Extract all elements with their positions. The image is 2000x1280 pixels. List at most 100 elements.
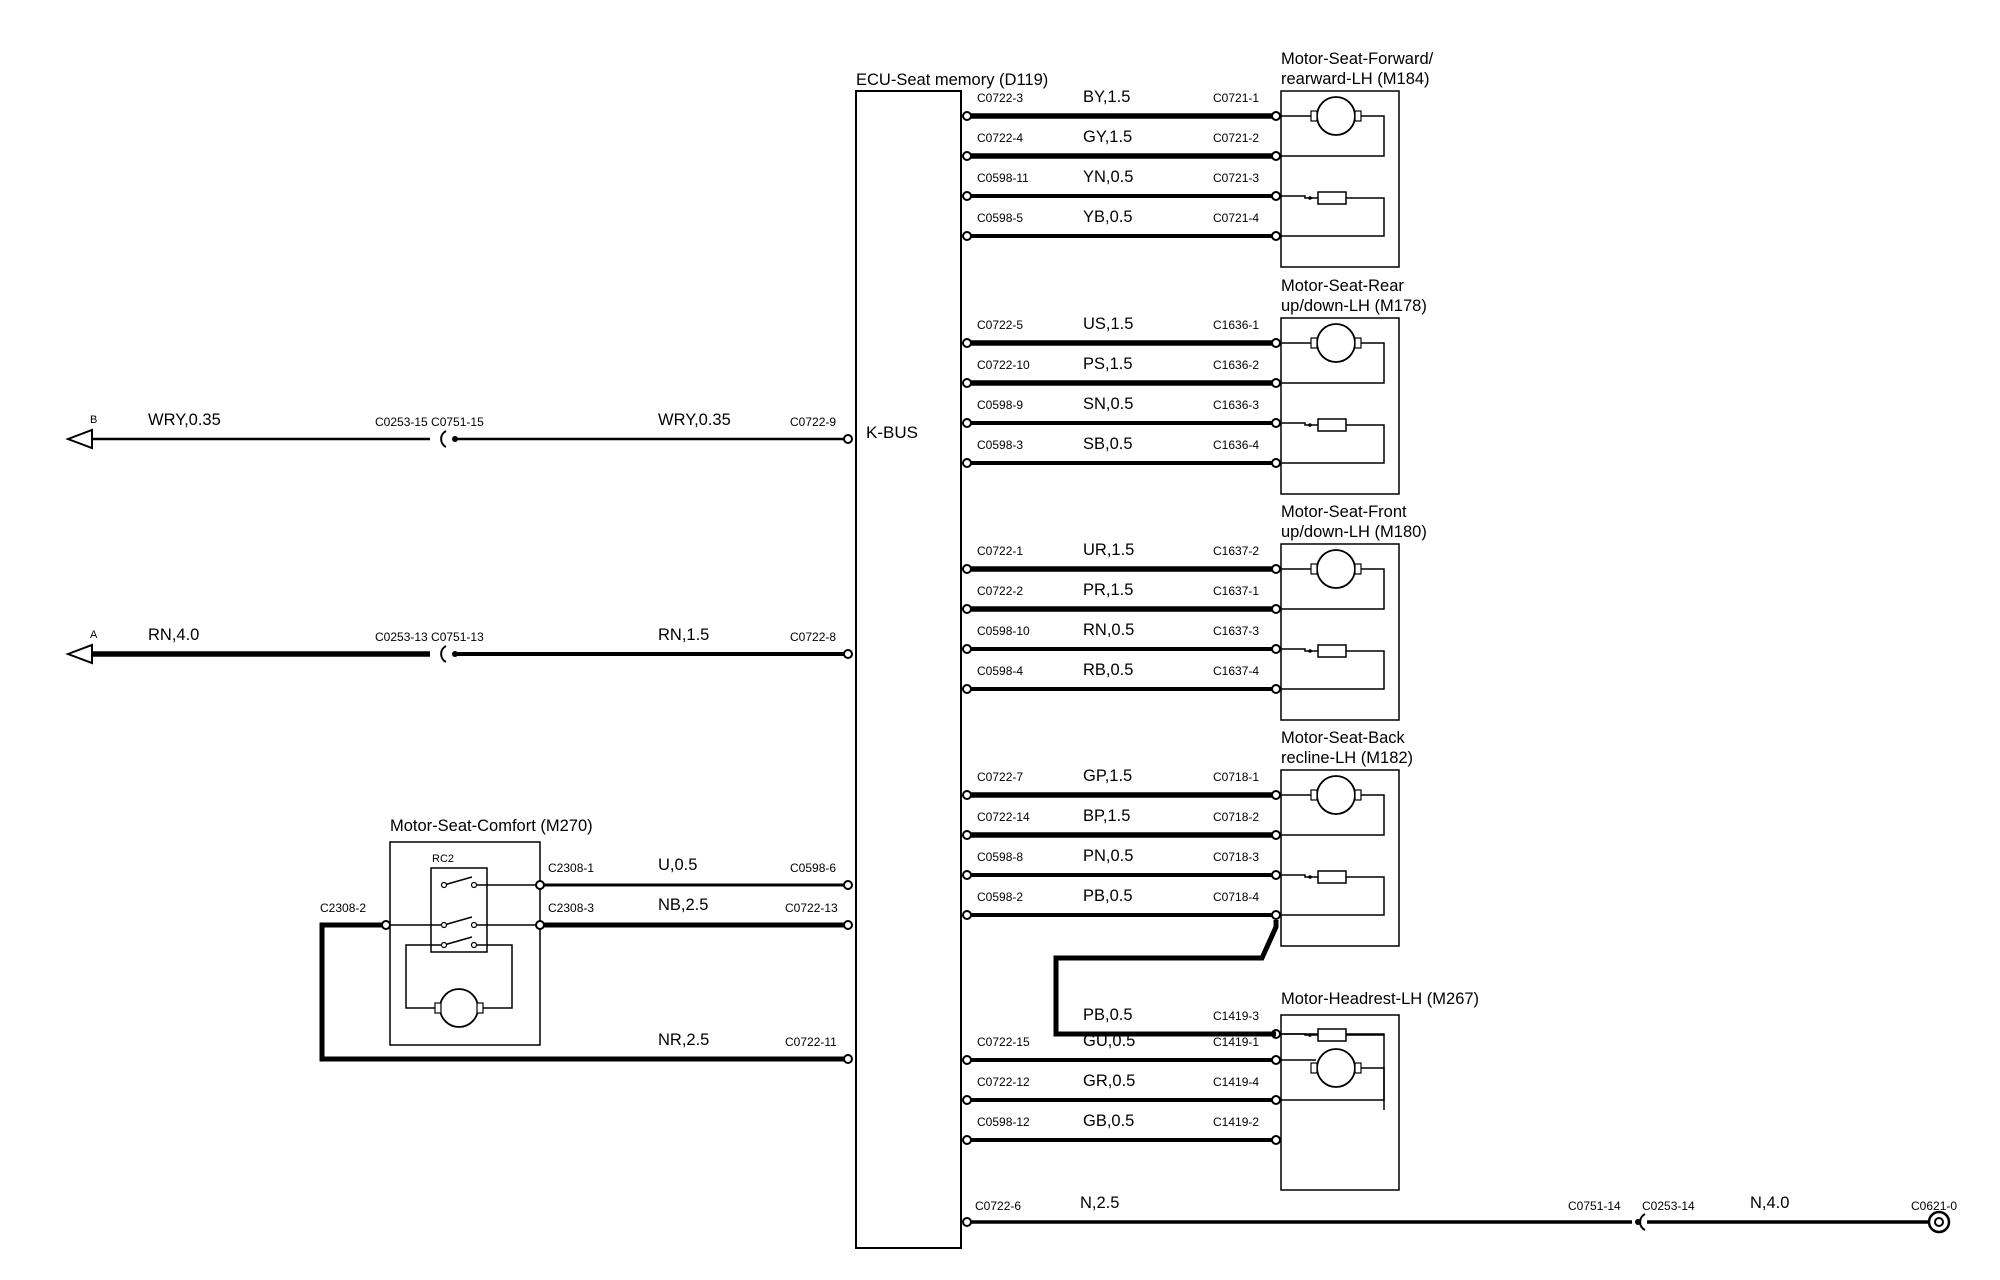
- component-terminal: [1271, 458, 1281, 468]
- headrest-link-wire: [1053, 920, 1279, 1037]
- ecu-pin-label: C0598-2: [977, 890, 1023, 904]
- component-terminal: [1271, 870, 1281, 880]
- relay-pin: [440, 881, 448, 889]
- ecu-pin-label: C0722-1: [977, 544, 1023, 558]
- left-circuit-a: A RN,4.0 C0253-13 C0751-13 RN,1.5 C0722-…: [65, 626, 853, 665]
- ground-wire-label-1: N,2.5: [1080, 1194, 1119, 1212]
- ecu-pin-label: C0722-3: [977, 91, 1023, 105]
- ecu-pin-label: C0722-5: [977, 318, 1023, 332]
- component-terminal: [1271, 378, 1281, 388]
- motor-lead: [1280, 568, 1385, 610]
- comfort-ecu-2-label: C0722-11: [785, 1035, 837, 1049]
- wire-color-label: US,1.5: [1083, 315, 1133, 333]
- kbus-label: K-BUS: [866, 423, 918, 442]
- ecu-pin-label: C0598-11: [977, 171, 1029, 185]
- motor-brush: [1310, 789, 1318, 801]
- sensor-lead: [1280, 648, 1318, 652]
- sensor-node: [1308, 1033, 1312, 1037]
- wire-color-label: SB,0.5: [1083, 435, 1133, 453]
- component-pin-label: C1636-4: [1213, 438, 1259, 452]
- connector-b-label: C0253-15 C0751-15: [375, 415, 484, 429]
- ecu-terminal: [962, 870, 972, 880]
- component-pin-label: C0721-1: [1213, 91, 1259, 105]
- motor-icon: [1316, 549, 1356, 589]
- ecu-pin-label: C0722-15: [977, 1035, 1030, 1049]
- comfort-ecu-3-label: C0722-13: [785, 901, 838, 915]
- relay-motor-wire: [405, 944, 441, 1009]
- ecu-pin-label: C0722-14: [977, 810, 1030, 824]
- ecu-terminal: [962, 1135, 972, 1145]
- comfort-motor-brush: [476, 1002, 484, 1014]
- sensor-lead: [1280, 874, 1318, 878]
- terminal-b-ecu: [843, 434, 853, 444]
- component-pin-label: C1637-3: [1213, 624, 1259, 638]
- relay-pin: [440, 921, 448, 929]
- ground-circuit: C0722-6 N,2.5 C0751-14 C0253-14 N,4.0 C0…: [962, 1194, 1957, 1234]
- rc2-relay-box: [430, 867, 488, 953]
- motor-brush: [1354, 563, 1362, 575]
- relay-pin: [470, 921, 478, 929]
- m267-box: [1280, 1014, 1400, 1191]
- ecu-terminal: [962, 111, 972, 121]
- component-terminal: [1271, 564, 1281, 574]
- arrow-a: [65, 643, 93, 665]
- wire-color-label: BP,1.5: [1083, 807, 1130, 825]
- motor-lead: [1280, 794, 1385, 836]
- motor-lead: [1280, 115, 1385, 157]
- comfort-wire-2-label: NR,2.5: [658, 1031, 709, 1049]
- ecu-pin-label: C0598-5: [977, 211, 1023, 225]
- ecu-pin-label: C0722-4: [977, 131, 1023, 145]
- comfort-motor-icon: [439, 988, 479, 1028]
- m184-box: [1280, 90, 1400, 268]
- comfort-ecu-pin-1: [843, 880, 853, 890]
- component-pin-label: C1419-3: [1213, 1009, 1259, 1023]
- component-pin-label: C1636-2: [1213, 358, 1259, 372]
- arrow-a-label: A: [90, 629, 98, 641]
- terminal-a-ecu: [843, 649, 853, 659]
- comfort-ecu-pin-3: [843, 920, 853, 930]
- ground-inline-dot: [1635, 1219, 1641, 1225]
- m178-title-1: Motor-Seat-Rear: [1281, 277, 1404, 295]
- connector-b: [440, 430, 447, 448]
- component-terminal: [1271, 191, 1281, 201]
- comfort-ecu-1-label: C0598-6: [790, 861, 836, 875]
- ecu-terminal: [962, 1055, 972, 1065]
- comfort-pin-3-label: C2308-3: [548, 901, 594, 915]
- sensor-node: [1308, 649, 1312, 653]
- comfort-pin-3: [535, 920, 545, 930]
- position-sensor-icon: [1317, 1028, 1347, 1042]
- component-pin-label: C1636-1: [1213, 318, 1259, 332]
- component-pin-label: C0718-2: [1213, 810, 1259, 824]
- ecu-terminal: [962, 418, 972, 428]
- ecu-terminal: [962, 604, 972, 614]
- comfort-pin-2-label: C2308-2: [320, 901, 366, 915]
- motor-brush: [1310, 337, 1318, 349]
- component-terminal: [1271, 231, 1281, 241]
- comfort-wire-3-label: NB,2.5: [658, 896, 708, 914]
- ecu-pin-label: C0722-2: [977, 584, 1023, 598]
- wire-color-label: YB,0.5: [1083, 208, 1133, 226]
- ecu-pin-label: C0598-10: [977, 624, 1030, 638]
- m182-title-1: Motor-Seat-Back: [1281, 729, 1406, 747]
- ecu-terminal: [962, 910, 972, 920]
- component-terminal: [1271, 910, 1281, 920]
- component-pin-label: C0718-1: [1213, 770, 1259, 784]
- sensor-node: [1308, 423, 1312, 427]
- wire-color-label: PN,0.5: [1083, 847, 1133, 865]
- position-sensor-icon: [1317, 870, 1347, 884]
- ecu-terminal: [962, 191, 972, 201]
- ecu-terminal: [962, 378, 972, 388]
- m270-title: Motor-Seat-Comfort (M270): [390, 817, 593, 835]
- wire-color-label: PB,0.5: [1083, 1006, 1133, 1024]
- ecu-pin-label: C0722-10: [977, 358, 1030, 372]
- component-terminal: [1271, 418, 1281, 428]
- ground-conn-a: C0751-14: [1568, 1199, 1621, 1213]
- component-terminal: [1271, 604, 1281, 614]
- sensor-node: [1308, 196, 1312, 200]
- position-sensor-icon: [1317, 191, 1347, 205]
- component-terminal: [1271, 830, 1281, 840]
